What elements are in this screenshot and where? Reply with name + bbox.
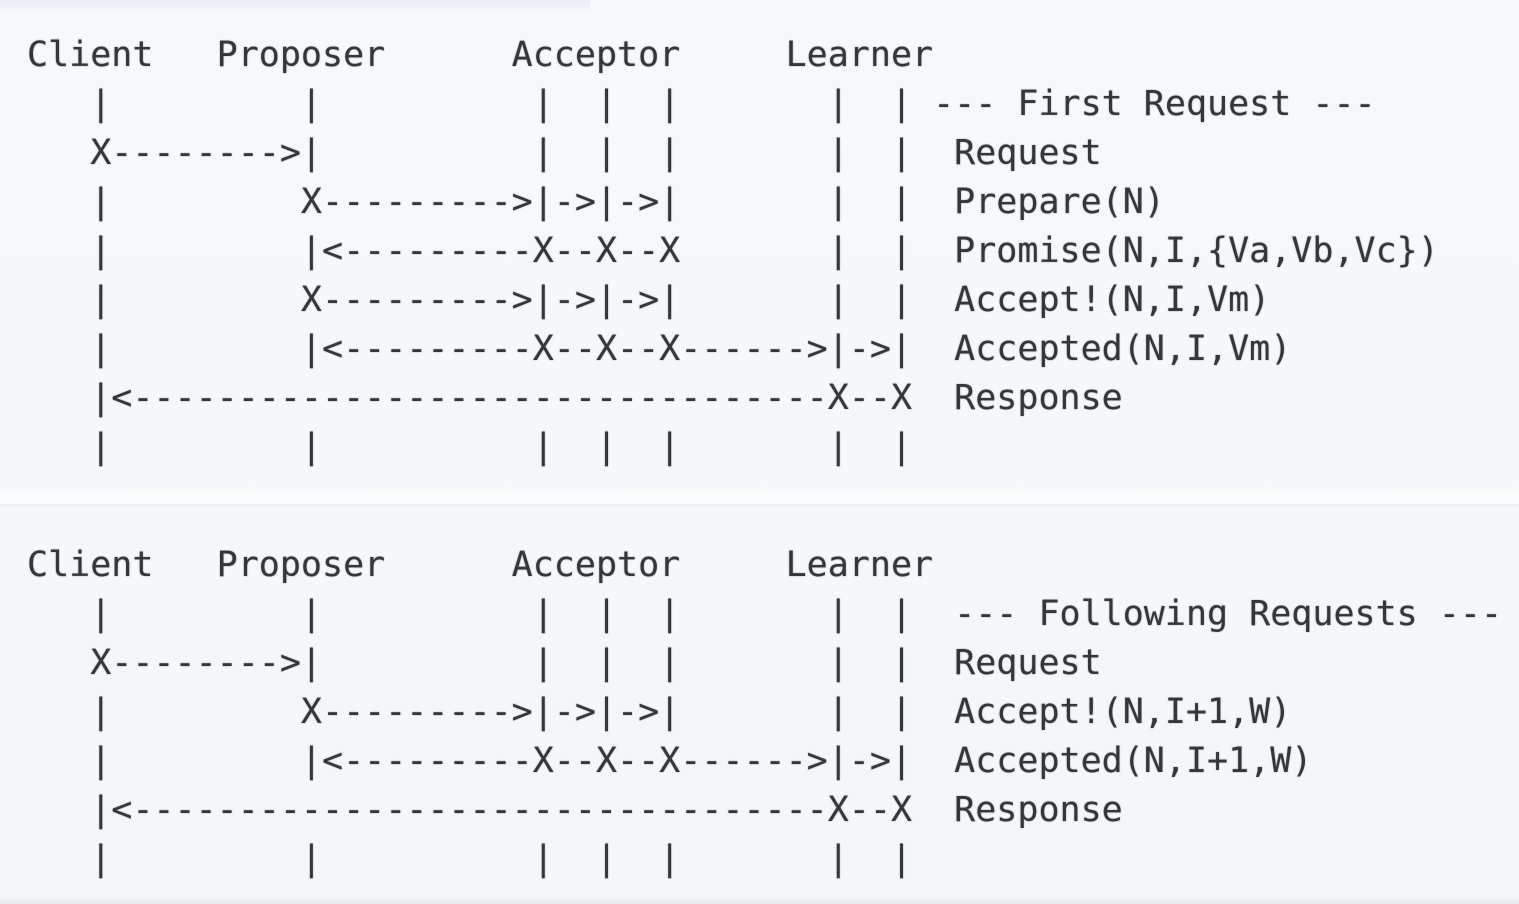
top-edge-shading [0,0,590,12]
first-request-ascii-diagram: Client Proposer Acceptor Learner | | | |… [27,35,1439,467]
section-divider [0,482,1519,506]
bottom-edge-shading [0,897,1519,904]
following-requests-ascii-diagram: Client Proposer Acceptor Learner | | | |… [27,545,1503,879]
